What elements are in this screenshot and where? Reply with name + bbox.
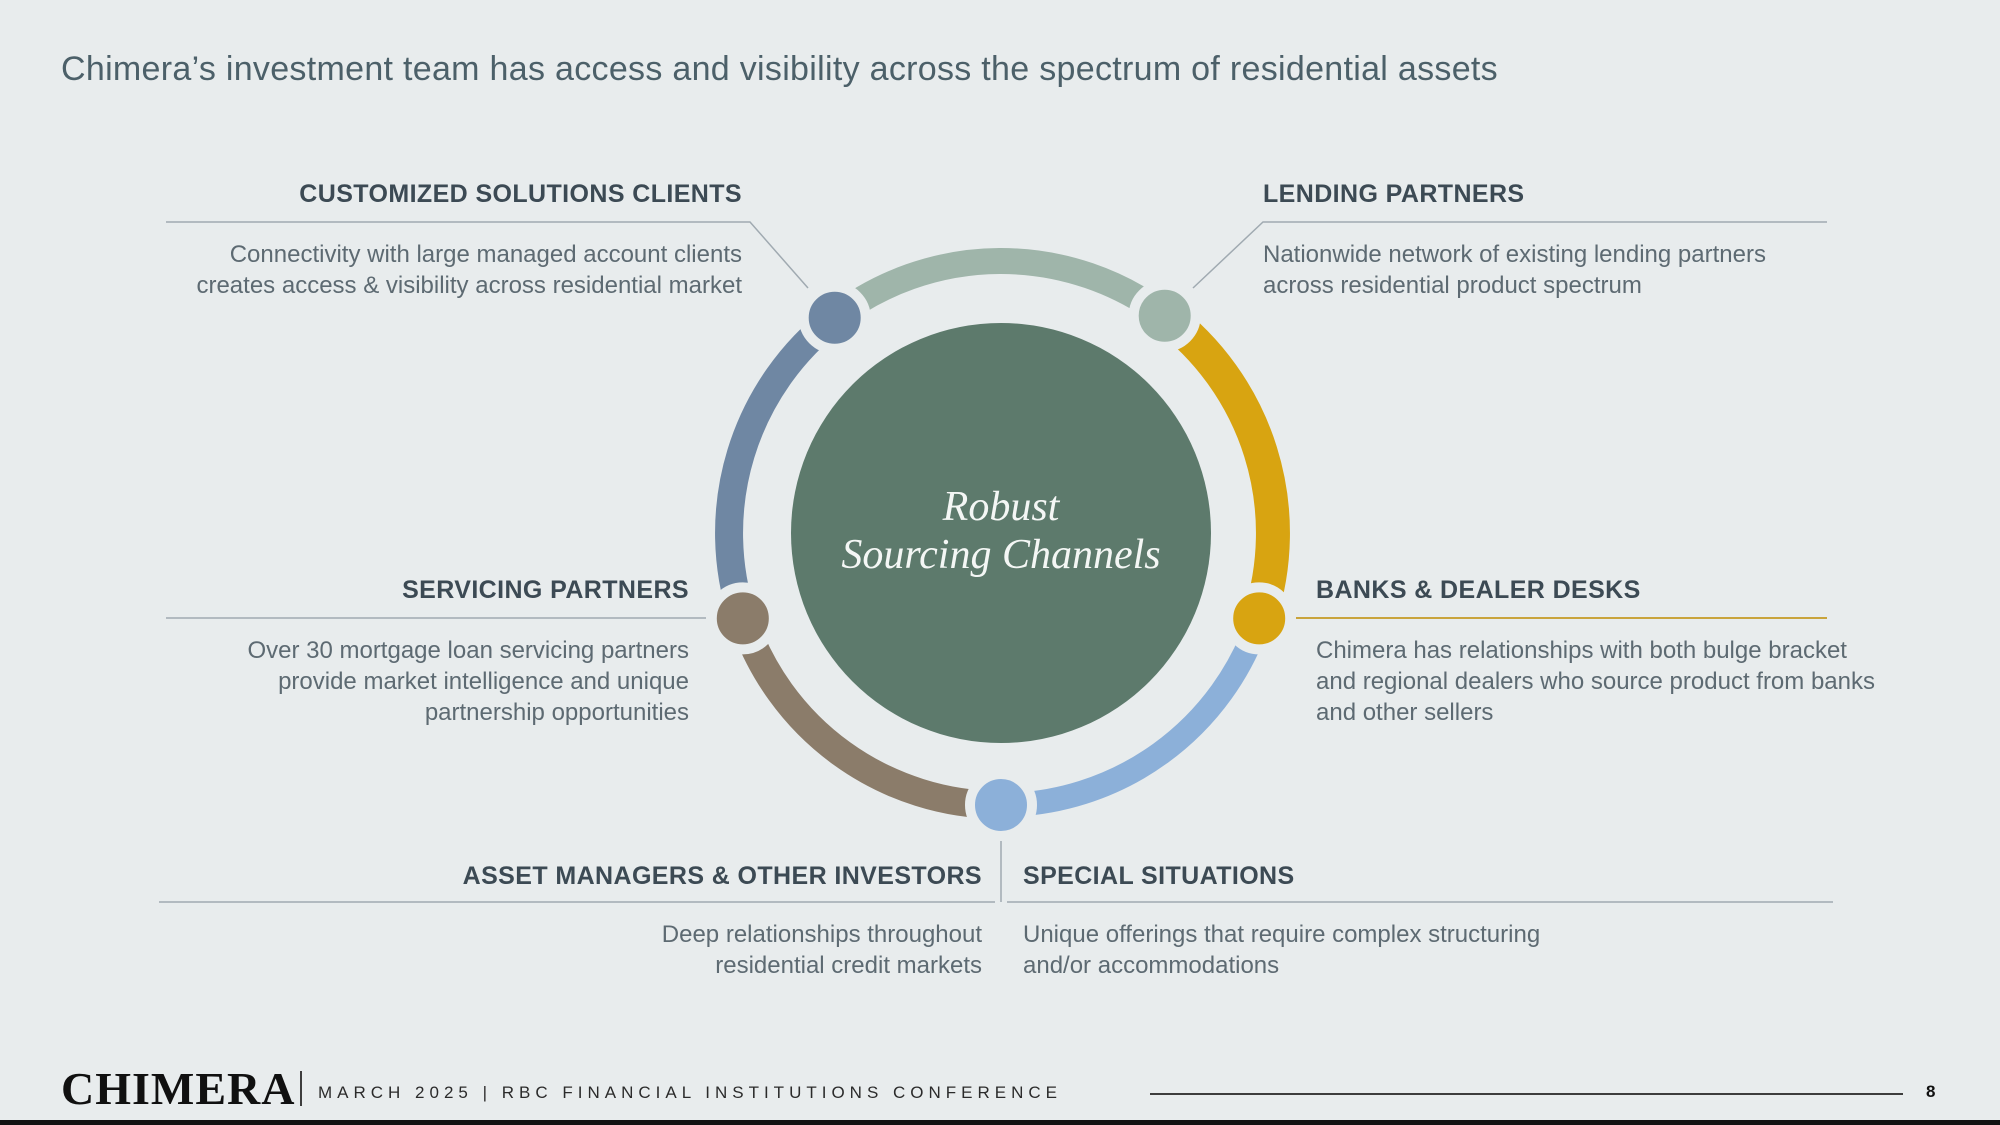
section-body-banks-dealer-desks: Chimera has relationships with both bulg…	[1316, 637, 1875, 726]
section-special-situations: SPECIAL SITUATIONS Unique offerings that…	[1023, 862, 1663, 981]
chimera-logo: CHIMERA	[61, 1063, 296, 1114]
arc-top	[826, 248, 1173, 329]
section-servicing-partners: SERVICING PARTNERS Over 30 mortgage loan…	[160, 576, 689, 728]
arc-lower-right	[1000, 614, 1271, 817]
section-body-special-situations: Unique offerings that require complex st…	[1023, 921, 1541, 979]
section-heading-banks-dealer-desks: BANKS & DEALER DESKS	[1316, 576, 1641, 604]
section-heading-servicing-partners: SERVICING PARTNERS	[402, 576, 689, 604]
section-lending-partners: LENDING PARTNERS Nationwide network of e…	[1263, 180, 1863, 301]
dot-servicing-partners	[706, 582, 779, 655]
section-body-servicing-partners: Over 30 mortgage loan servicing partners…	[247, 637, 689, 726]
section-customized-solutions-clients: CUSTOMIZED SOLUTIONS CLIENTS Connectivit…	[160, 180, 742, 301]
dot-bottom-shared	[965, 769, 1037, 841]
section-heading-special-situations: SPECIAL SITUATIONS	[1023, 862, 1295, 890]
footer-conference-text: MARCH 2025 | RBC FINANCIAL INSTITUTIONS …	[318, 1083, 1063, 1102]
arc-right	[1154, 302, 1290, 624]
section-body-lending-partners: Nationwide network of existing lending p…	[1263, 241, 1766, 299]
arc-upper-left	[715, 306, 844, 623]
section-heading-lending-partners: LENDING PARTNERS	[1263, 180, 1525, 208]
section-heading-asset-managers-other-investors: ASSET MANAGERS & OTHER INVESTORS	[462, 862, 982, 890]
arc-lower-left	[729, 613, 1002, 819]
center-label: Robust Sourcing Channels	[841, 484, 1161, 578]
dot-customized-solutions	[798, 281, 871, 354]
center-circle	[791, 323, 1211, 743]
footer-rule	[1150, 1093, 1903, 1095]
dot-lending-partners	[1128, 279, 1201, 352]
section-heading-customized-solutions-clients: CUSTOMIZED SOLUTIONS CLIENTS	[299, 180, 742, 208]
page-title: Chimera’s investment team has access and…	[61, 50, 1498, 88]
section-banks-dealer-desks: BANKS & DEALER DESKS Chimera has relatio…	[1316, 576, 1876, 728]
section-body-asset-managers-other-investors: Deep relationships throughout residentia…	[661, 921, 982, 979]
footer-divider	[300, 1071, 302, 1106]
leader-line-customized-solutions	[166, 221, 809, 289]
leader-line-lending-partners	[1192, 221, 1827, 289]
section-body-customized-solutions-clients: Connectivity with large managed account …	[196, 241, 742, 299]
dot-banks-dealer-desks	[1223, 582, 1296, 655]
section-asset-managers-other-investors: ASSET MANAGERS & OTHER INVESTORS Deep re…	[260, 862, 982, 981]
page-number: 8	[1926, 1082, 1936, 1101]
bottom-bar	[0, 1120, 2000, 1125]
